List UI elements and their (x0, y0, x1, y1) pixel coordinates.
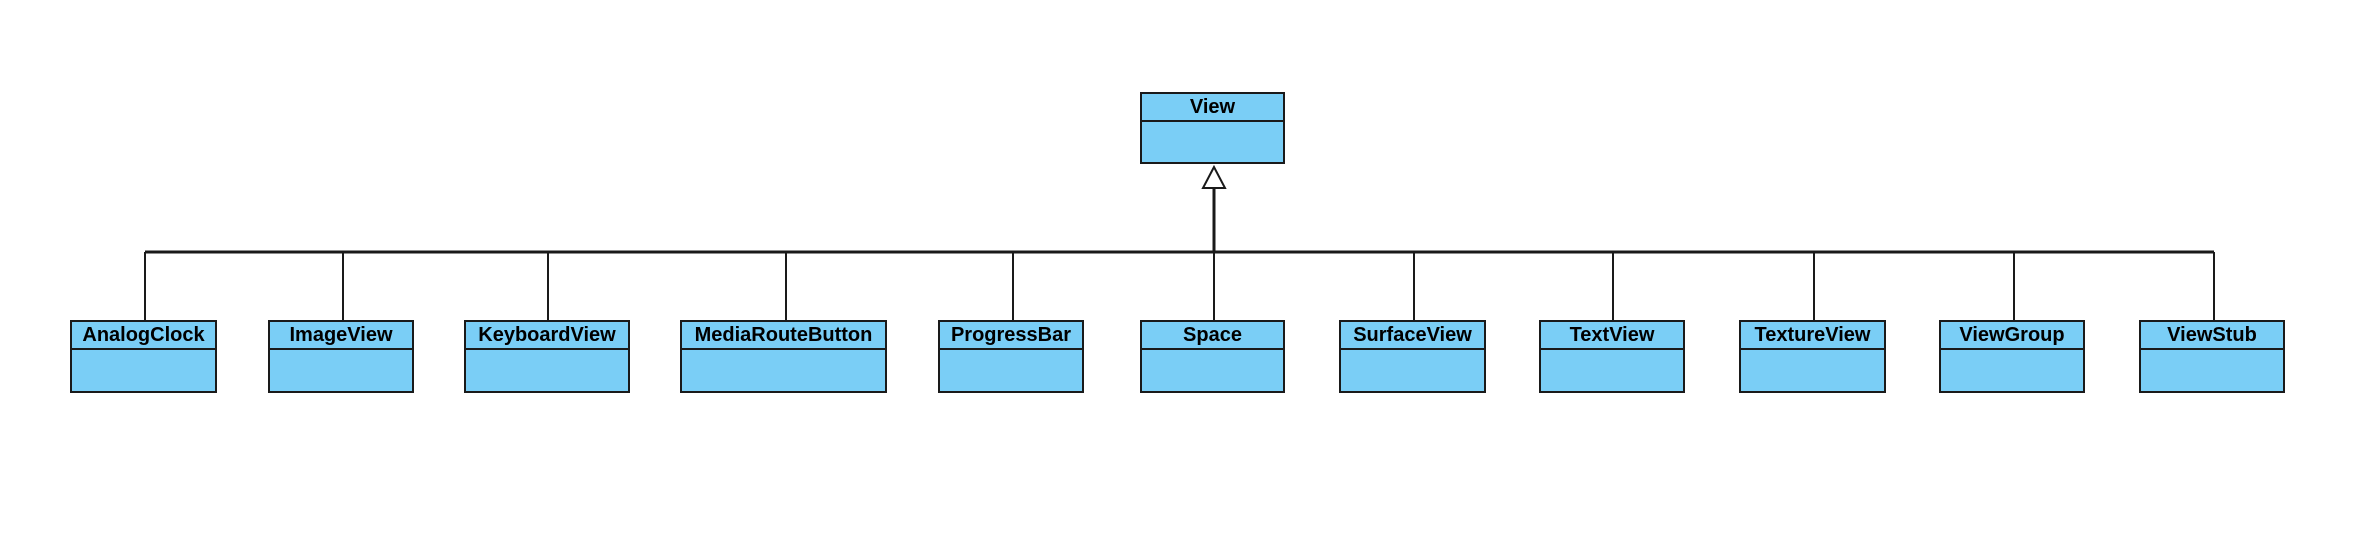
class-viewstub: ViewStub (2139, 320, 2285, 393)
class-name: View (1142, 94, 1283, 122)
class-progressbar: ProgressBar (938, 320, 1084, 393)
class-surfaceview: SurfaceView (1339, 320, 1486, 393)
class-analogclock: AnalogClock (70, 320, 217, 393)
class-textview: TextView (1539, 320, 1685, 393)
class-view: View (1140, 92, 1285, 164)
class-name: MediaRouteButton (682, 322, 885, 350)
generalization-arrowhead (1201, 164, 1227, 189)
class-name: KeyboardView (466, 322, 628, 350)
class-name: TextureView (1741, 322, 1884, 350)
class-imageview: ImageView (268, 320, 414, 393)
class-viewgroup: ViewGroup (1939, 320, 2085, 393)
class-name: ViewStub (2141, 322, 2283, 350)
class-name: AnalogClock (72, 322, 215, 350)
class-name: Space (1142, 322, 1283, 350)
class-name: ImageView (270, 322, 412, 350)
class-name: SurfaceView (1341, 322, 1484, 350)
class-textureview: TextureView (1739, 320, 1886, 393)
class-space: Space (1140, 320, 1285, 393)
class-name: ViewGroup (1941, 322, 2083, 350)
class-mediaroutebutton: MediaRouteButton (680, 320, 887, 393)
class-name: TextView (1541, 322, 1683, 350)
class-keyboardview: KeyboardView (464, 320, 630, 393)
class-name: ProgressBar (940, 322, 1082, 350)
